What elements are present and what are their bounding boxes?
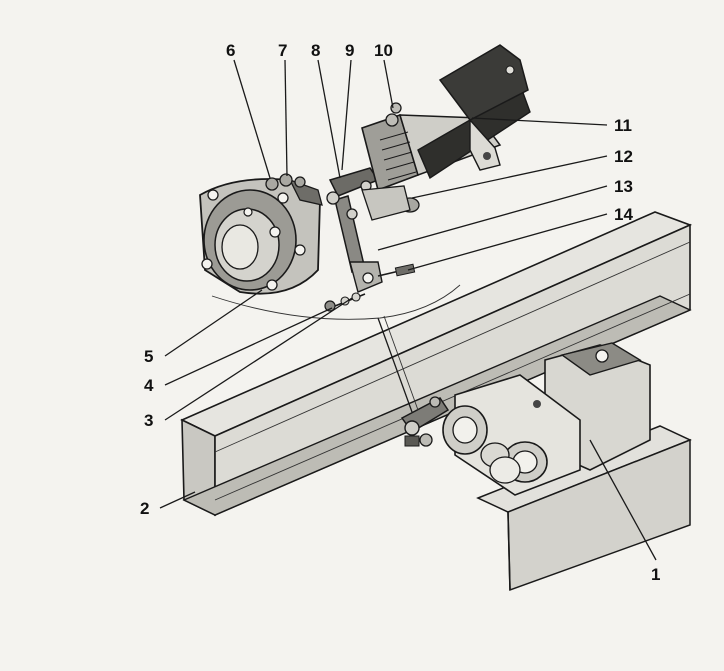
pedal-lever [326,167,383,293]
callout-labels: 6 7 8 9 10 11 12 13 14 5 4 3 2 1 [140,41,660,584]
clutch-housing [199,178,323,295]
callout-8: 8 [311,41,320,60]
callout-10: 10 [374,41,393,60]
callout-7: 7 [278,41,287,60]
callout-13: 13 [614,177,633,196]
callout-4: 4 [144,376,154,395]
callout-9: 9 [345,41,354,60]
callout-12: 12 [614,147,633,166]
swing-arc [211,284,461,320]
callout-11: 11 [614,116,632,135]
callout-2: 2 [140,499,149,518]
callout-1: 1 [651,565,660,584]
lower-lever-assembly [400,396,450,447]
callout-14: 14 [614,205,633,224]
slave-cylinder [442,405,548,484]
pedal-bracket [361,44,531,221]
mounting-nuts [265,173,306,191]
callout-6: 6 [226,41,235,60]
leader-lines [159,59,657,561]
callout-5: 5 [144,347,153,366]
push-rod [324,263,419,413]
callout-3: 3 [144,411,153,430]
